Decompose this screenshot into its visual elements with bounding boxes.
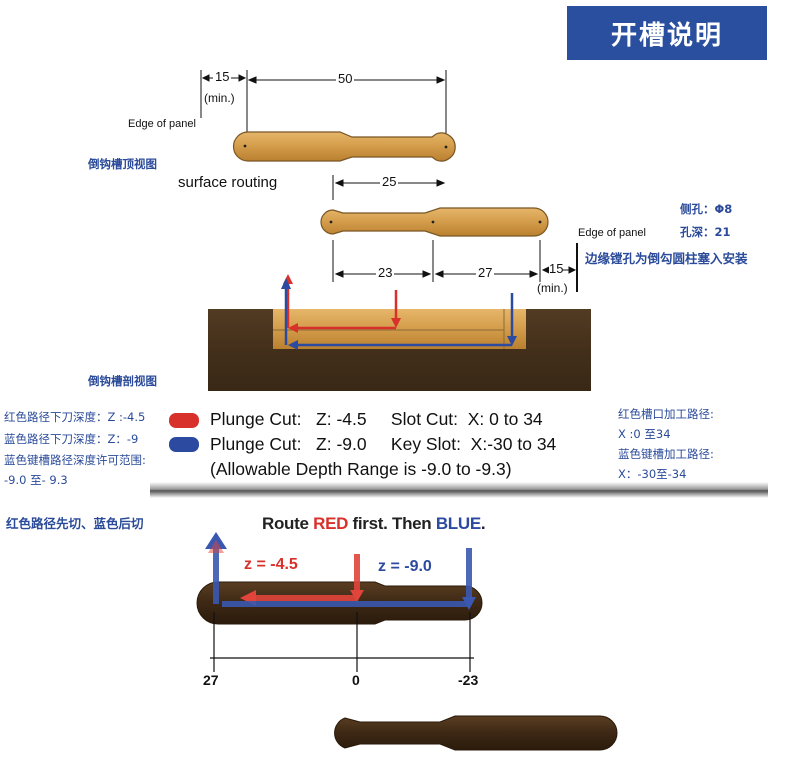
blue-depth-note: 蓝色路径下刀深度：Z：-9	[4, 432, 139, 446]
dim-min-label: (min.)	[204, 91, 235, 105]
section-view-board	[208, 309, 591, 391]
route-title: Route RED first. Then BLUE.	[262, 514, 486, 533]
red-plunge-arrow	[391, 318, 401, 328]
blue-route	[213, 546, 472, 607]
blue-path-title: 蓝色键槽加工路径:	[618, 447, 714, 461]
red-path-value: X :0 至34	[618, 427, 671, 441]
key-range-note-2: -9.0 至- 9.3	[4, 473, 68, 487]
surface-routing-label: surface routing	[178, 174, 278, 191]
red-route-plunge-arrow	[350, 590, 364, 602]
page-title: 开槽说明	[567, 6, 767, 60]
tick-minus-23: -23	[458, 672, 479, 688]
keyhole-slot-top	[232, 131, 456, 162]
legend-blue-swatch	[169, 437, 199, 452]
dim-min-right-label: (min.)	[537, 281, 568, 295]
key-range-note-1: 蓝色键槽路径深度许可范围:	[4, 453, 146, 467]
dim-15-right-label: 15	[549, 261, 564, 276]
legend-red-swatch	[169, 413, 199, 428]
tick-0: 0	[352, 672, 360, 688]
legend-blue-line: Plunge Cut: Z: -9.0 Key Slot: X:-30 to 3…	[210, 434, 557, 454]
dim-15-label: 15	[213, 69, 232, 84]
blue-exit-arrow	[281, 278, 291, 289]
dim-50-label: 50	[336, 71, 355, 86]
slot-preview-bottom	[334, 715, 618, 751]
dim-23-27-15	[332, 240, 577, 282]
hole-diameter-note: 侧孔：Φ8	[680, 202, 733, 216]
keyhole-slot-middle	[320, 207, 549, 237]
edge-hole-note: 边缘镗孔为倒勾圆柱塞入安装	[585, 251, 748, 266]
dim-27-label: 27	[476, 265, 495, 280]
section-view-label: 倒钩槽剖视图	[88, 374, 157, 388]
tick-27: 27	[203, 672, 219, 688]
blue-return-arrow	[288, 340, 298, 350]
order-note: 红色路径先切、蓝色后切	[6, 516, 144, 531]
red-route	[250, 554, 360, 601]
red-depth-note: 红色路径下刀深度：Z :-4.5	[4, 410, 146, 424]
top-view-label: 倒钩槽顶视图	[88, 157, 157, 171]
red-return-arrow	[288, 323, 298, 333]
dim-23-label: 23	[376, 265, 395, 280]
blue-route-plunge-arrow	[462, 597, 476, 610]
dim-25-label: 25	[380, 174, 399, 189]
red-path-title: 红色槽口加工路径:	[618, 407, 714, 421]
axis-lines	[210, 612, 474, 672]
blue-plunge-path	[284, 285, 514, 347]
z-red-label: z = -4.5	[244, 556, 298, 573]
legend-range-line: (Allowable Depth Range is -9.0 to -9.3)	[210, 459, 512, 479]
legend-red-line: Plunge Cut: Z: -4.5 Slot Cut: X: 0 to 34	[210, 409, 543, 429]
z-blue-label: z = -9.0	[378, 558, 432, 575]
separator-bar	[150, 482, 768, 498]
hole-depth-note: 孔深：21	[680, 225, 731, 239]
edge-of-panel-left: Edge of panel	[128, 118, 196, 130]
red-route-exit-arrow	[208, 540, 224, 553]
edge-of-panel-right: Edge of panel	[578, 227, 646, 239]
blue-path-value: X：-30至-34	[618, 467, 687, 481]
blue-plunge-arrow	[507, 336, 517, 346]
